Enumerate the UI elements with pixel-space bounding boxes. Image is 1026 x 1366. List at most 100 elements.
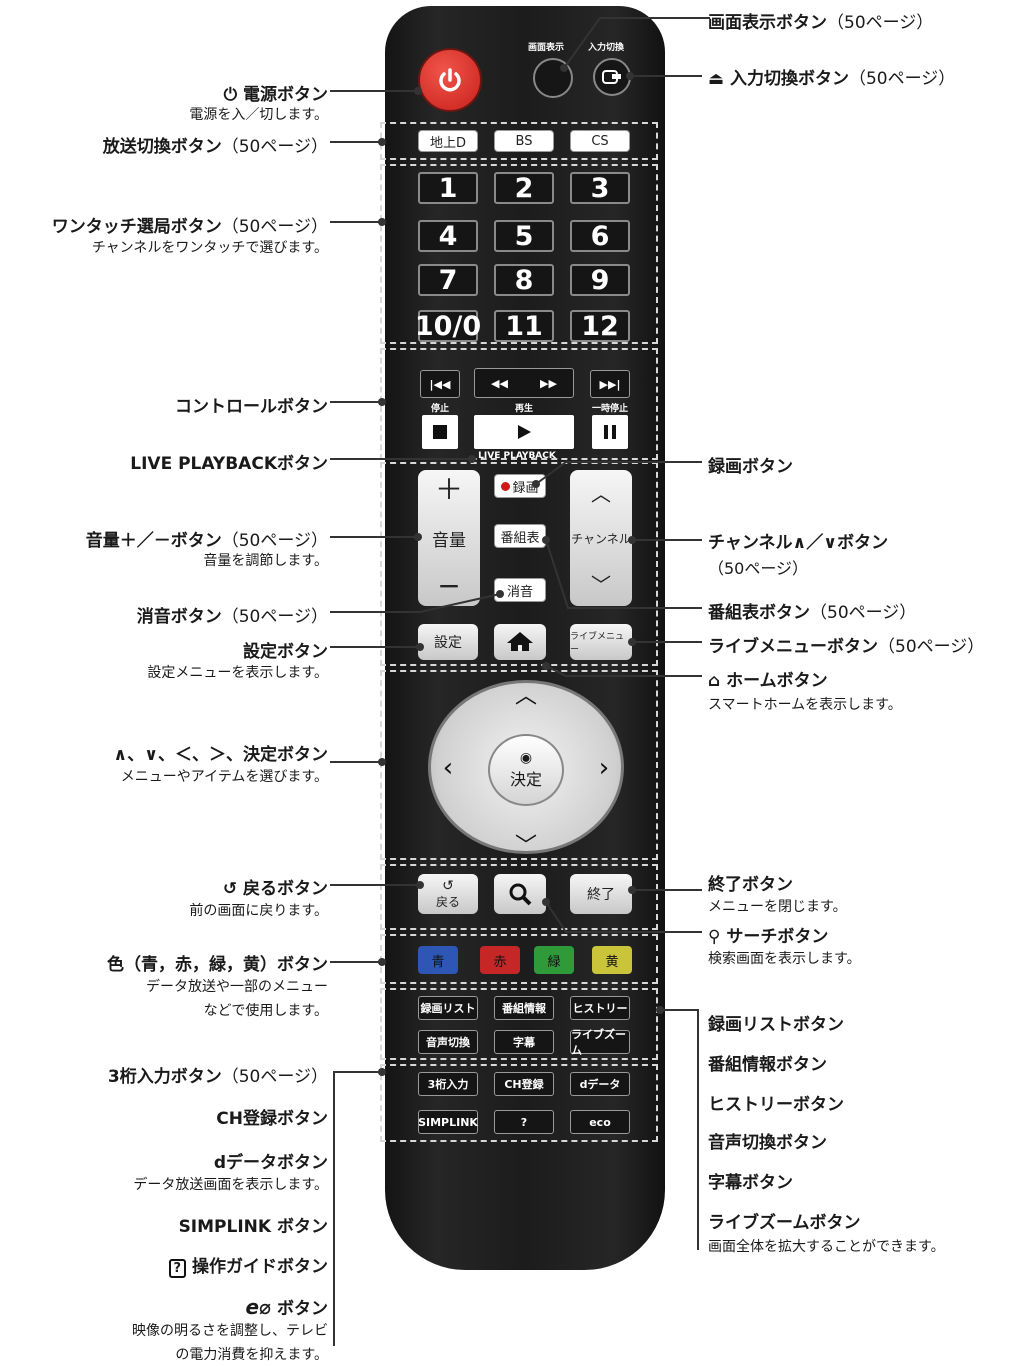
number-button[interactable]: 11 <box>494 310 554 342</box>
desc-color-2: などで使用します。 <box>203 1003 328 1019</box>
search-button[interactable] <box>494 874 546 914</box>
ok-button[interactable]: ◉ 決定 <box>488 734 564 806</box>
function-button[interactable]: SIMPLINK <box>418 1110 478 1134</box>
eco-icon-small: e⌀ <box>245 1295 272 1319</box>
dpad-down-icon[interactable]: ﹀ <box>514 834 537 859</box>
desc-back: 前の画面に戻ります。 <box>189 903 328 919</box>
function-button[interactable]: 録画リスト <box>418 996 478 1020</box>
broadcast-terrestrial-button[interactable]: 地上D <box>418 130 478 152</box>
volume-up-icon: ＋ <box>434 473 463 506</box>
function-button[interactable]: dデータ <box>570 1072 630 1096</box>
number-button[interactable]: 10/0 <box>414 310 482 342</box>
record-dot-icon <box>501 481 511 491</box>
desc-eco-2: の電力消費を抑えます。 <box>175 1347 328 1363</box>
number-button[interactable]: 8 <box>494 264 554 296</box>
live-playback-label: LIVE PLAYBACK <box>478 451 556 461</box>
label-record-list: 録画リストボタン <box>708 1015 844 1035</box>
number-button[interactable]: 5 <box>494 220 554 252</box>
ok-label: 決定 <box>509 770 542 789</box>
label-search: ⚲ サーチボタン <box>708 927 829 947</box>
function-button[interactable]: 3桁入力 <box>418 1072 478 1096</box>
skip-back-button[interactable]: |◀◀ <box>420 370 460 398</box>
input-switch-label: 入力切換 <box>587 43 624 53</box>
skip-forward-icon: ▶▶| <box>599 377 621 391</box>
help-icon-small: ? <box>168 1259 187 1278</box>
nav-group <box>380 864 658 930</box>
function-button[interactable]: 字幕 <box>494 1030 554 1054</box>
broadcast-bs-button[interactable]: BS <box>494 130 554 152</box>
stop-label: 停止 <box>430 404 449 414</box>
function-button[interactable]: CH登録 <box>494 1072 554 1096</box>
back-arrow-icon: ↺ <box>442 877 454 894</box>
number-button[interactable]: 3 <box>570 172 630 204</box>
home-button[interactable] <box>494 624 546 660</box>
label-history: ヒストリーボタン <box>708 1095 844 1115</box>
home-icon <box>507 632 533 651</box>
mute-button[interactable]: 消音 <box>494 578 546 602</box>
desc-settings: 設定メニューを表示します。 <box>147 665 328 681</box>
volume-rocker[interactable]: ＋ 音量 − <box>418 470 480 606</box>
color-button[interactable]: 緑 <box>534 946 574 974</box>
rewind-ff-button[interactable]: ◀◀ ▶▶ <box>474 368 574 398</box>
skip-back-icon: |◀◀ <box>429 377 451 391</box>
exit-button[interactable]: 終了 <box>570 874 632 914</box>
stop-icon <box>433 425 447 439</box>
guide-button[interactable]: 番組表 <box>494 524 546 548</box>
number-button[interactable]: 6 <box>570 220 630 252</box>
label-volume: 音量＋／－ボタン（50ページ） <box>85 531 328 551</box>
number-button[interactable]: 12 <box>570 310 630 342</box>
settings-button[interactable]: 設定 <box>418 624 478 660</box>
back-button[interactable]: ↺ 戻る <box>418 874 478 914</box>
pause-icon <box>604 425 616 439</box>
desc-home: スマートホームを表示します。 <box>708 697 902 713</box>
label-3digit: 3桁入力ボタン（50ページ） <box>107 1067 328 1087</box>
number-button[interactable]: 7 <box>418 264 478 296</box>
label-mute: 消音ボタン（50ページ） <box>136 607 328 627</box>
label-onetouch: ワンタッチ選局ボタン（50ページ） <box>51 217 328 237</box>
skip-forward-button[interactable]: ▶▶| <box>590 370 630 398</box>
channel-rocker[interactable]: ︿ チャンネル ﹀ <box>570 470 632 606</box>
input-icon-small: ⏏ <box>708 69 725 89</box>
function-button[interactable]: ヒストリー <box>570 996 630 1020</box>
pause-button[interactable] <box>592 415 628 449</box>
live-menu-button[interactable]: ライブメニュー <box>570 624 632 660</box>
dpad-left-icon[interactable]: ‹ <box>442 753 454 783</box>
label-settings: 設定ボタン <box>243 642 328 662</box>
number-button[interactable]: 4 <box>418 220 478 252</box>
function-button[interactable]: ? <box>494 1110 554 1134</box>
function-button[interactable]: eco <box>570 1110 630 1134</box>
screen-display-label: 画面表示 <box>527 43 564 53</box>
desc-power: 電源を入／切します。 <box>189 107 328 123</box>
dpad-right-icon[interactable]: › <box>598 753 610 783</box>
label-simplink: SIMPLINK ボタン <box>178 1217 328 1237</box>
function-button[interactable]: 音声切換 <box>418 1030 478 1054</box>
color-button[interactable]: 赤 <box>480 946 520 974</box>
function-button[interactable]: ライブズーム <box>570 1028 630 1057</box>
number-button[interactable]: 2 <box>494 172 554 204</box>
power-icon-small: ⏻ <box>223 85 238 105</box>
label-control: コントロールボタン <box>175 397 328 417</box>
number-button[interactable]: 1 <box>418 172 478 204</box>
label-color: 色（青，赤，緑，黄）ボタン <box>107 955 328 975</box>
volume-channel-group <box>380 462 658 666</box>
stop-button[interactable] <box>422 415 458 449</box>
record-label: 録画 <box>512 480 539 496</box>
volume-down-icon: − <box>437 569 461 602</box>
power-button[interactable] <box>418 48 482 112</box>
label-dpad: ∧、∨、＜、＞、決定ボタン <box>113 745 328 765</box>
number-button[interactable]: 9 <box>570 264 630 296</box>
label-live-menu: ライブメニューボタン（50ページ） <box>708 637 985 657</box>
color-button[interactable]: 青 <box>418 946 458 974</box>
input-switch-button[interactable] <box>593 58 631 96</box>
broadcast-cs-button[interactable]: CS <box>570 130 630 152</box>
search-icon <box>509 883 532 906</box>
function-button[interactable]: 番組情報 <box>494 996 554 1020</box>
dpad-up-icon[interactable]: ︿ <box>514 684 537 709</box>
play-label: 再生 <box>514 404 533 414</box>
color-button[interactable]: 黄 <box>592 946 632 974</box>
label-d-data: dデータボタン <box>213 1153 328 1173</box>
play-button[interactable] <box>474 415 574 449</box>
search-icon-small: ⚲ <box>708 927 721 947</box>
fast-forward-icon: ▶▶ <box>540 376 557 390</box>
label-guide-help: ? 操作ガイドボタン <box>168 1252 328 1278</box>
